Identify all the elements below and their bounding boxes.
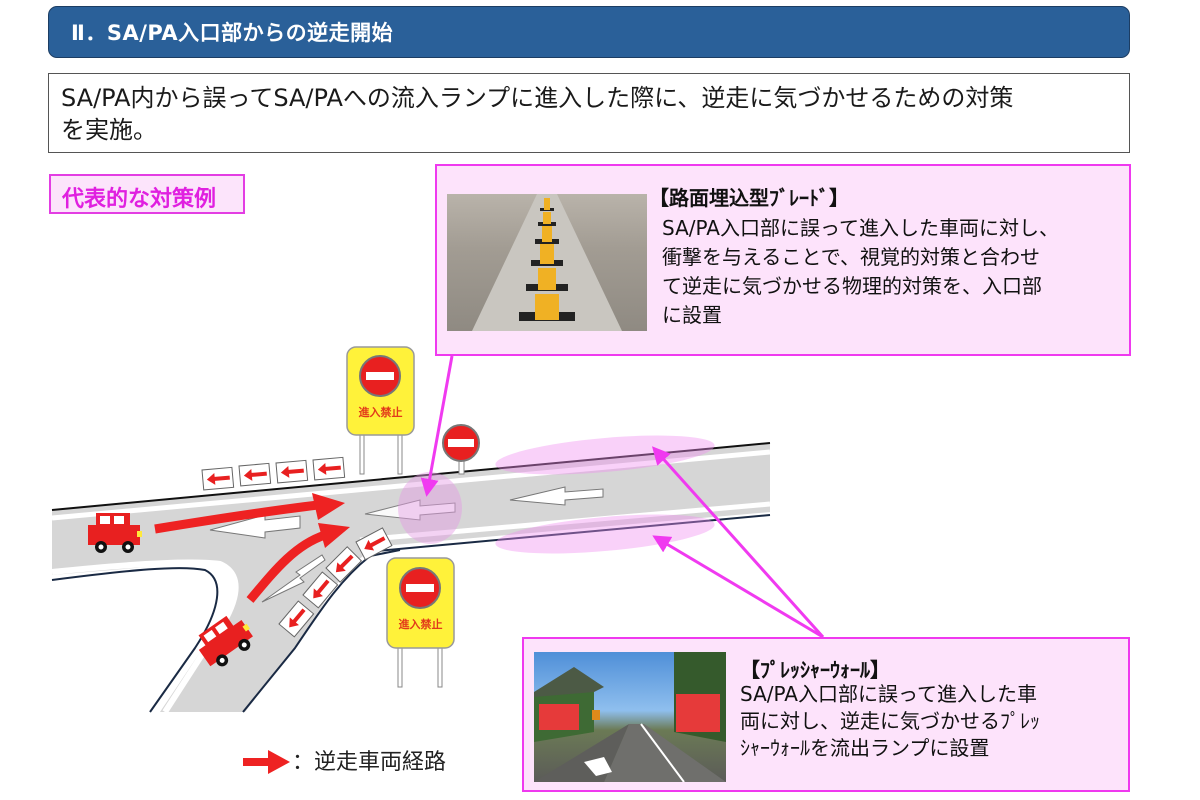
callout-title: 【ﾌﾟﾚｯｼｬｰｳｫｰﾙ】 (740, 658, 890, 682)
pressure-wall-photo (534, 652, 726, 782)
callout-line: SA/PA入口部に誤って進入した車両に対し、 (662, 216, 1059, 240)
legend-label: ：逆走車両経路 (292, 750, 447, 775)
section-title: Ⅱ．SA/PA入口部からの逆走開始 (71, 21, 394, 45)
no-entry-signboard-bottom (386, 557, 455, 688)
legend-arrow-icon (243, 750, 290, 774)
callout-pressure-wall: 【ﾌﾟﾚｯｼｬｰｳｫｰﾙ】 SA/PA入口部に誤って進入した車 両に対し、逆走に… (522, 637, 1130, 792)
callout-body: SA/PA入口部に誤って進入した車両に対し、 衝撃を与えることで、視覚的対策と合… (662, 214, 1059, 330)
blade-photo-illustration (472, 194, 622, 331)
wrong-way-arrow-boards-ramp (278, 527, 393, 638)
road-embedded-blade-photo (447, 194, 647, 331)
wrong-way-arrow-boards-top (201, 456, 346, 491)
callout-line: 両に対し、逆走に気づかせるﾌﾟﾚｯ (740, 709, 1040, 733)
section-header: Ⅱ．SA/PA入口部からの逆走開始 (48, 6, 1130, 58)
wrong-way-path-arrows (154, 493, 350, 603)
callout-road-embedded-blade: 【路面埋込型ﾌﾞﾚｰﾄﾞ】 SA/PA入口部に誤って進入した車両に対し、 衝撃を… (435, 164, 1131, 356)
callout-body: SA/PA入口部に誤って進入した車 両に対し、逆走に気づかせるﾌﾟﾚｯ ｼｬｰｳ… (740, 681, 1040, 762)
no-entry-sign-text: 進入禁止 (398, 618, 443, 631)
no-entry-signboard-top (346, 346, 415, 475)
summary-line-2: を実施。 (61, 116, 157, 144)
no-entry-sign-text: 進入禁止 (358, 406, 403, 419)
car-icon (88, 513, 142, 553)
example-label-text: 代表的な対策例 (62, 187, 217, 212)
example-label: 代表的な対策例 (49, 174, 245, 214)
callout-line: て逆走に気づかせる物理的対策を、入口部 (662, 274, 1042, 298)
callout-line: に設置 (662, 303, 722, 327)
car-icon (198, 615, 253, 667)
callout-line: ｼｬｰｳｫｰﾙを流出ランプに設置 (740, 736, 990, 760)
callout-line: SA/PA入口部に誤って進入した車 (740, 682, 1037, 706)
callout-title: 【路面埋込型ﾌﾞﾚｰﾄﾞ】 (649, 186, 849, 210)
callout-pointers (420, 355, 825, 639)
summary-line-1: SA/PA内から誤ってSA/PAへの流入ランプに進入した際に、逆走に気づかせるた… (61, 84, 1014, 112)
no-entry-sign-small (442, 424, 480, 475)
pressure-wall-illustration (534, 652, 726, 782)
lane-arrows (209, 486, 604, 603)
callout-line: 衝撃を与えることで、視覚的対策と合わせ (662, 245, 1040, 269)
summary-text: SA/PA内から誤ってSA/PAへの流入ランプに進入した際に、逆走に気づかせるた… (61, 82, 1119, 146)
summary-box: SA/PA内から誤ってSA/PAへの流入ランプに進入した際に、逆走に気づかせるた… (48, 73, 1130, 153)
